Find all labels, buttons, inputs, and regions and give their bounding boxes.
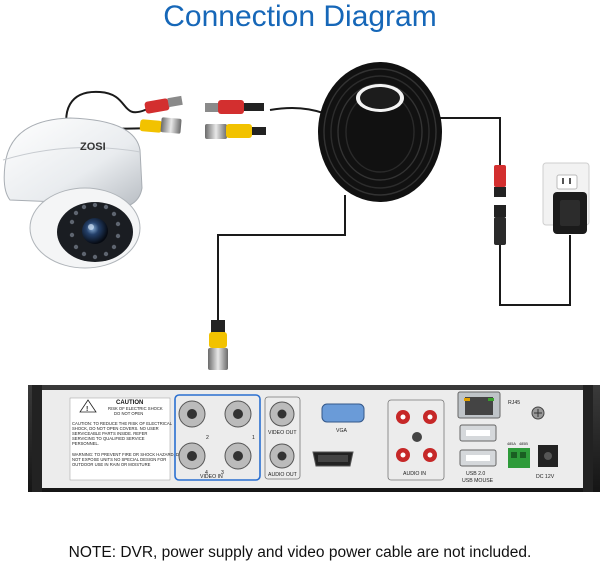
- port-label-4: 4: [205, 470, 208, 476]
- caution-sub1: RISK OF ELECTRIC SHOCK: [108, 406, 163, 411]
- usb-label: USB 2.0: [466, 471, 485, 477]
- vga-label: VGA: [336, 428, 347, 434]
- power-adapter: [553, 192, 587, 234]
- ir-leds: [69, 202, 121, 260]
- network-usb-block: RJ45 USB 2.0 USB MOUSE: [457, 391, 520, 484]
- warning-text3: OUTDOOR USE IN RAIN OR MOISTURE: [72, 462, 151, 467]
- dc-jack: DC 12V: [536, 445, 558, 480]
- caution-title: CAUTION: [116, 400, 143, 406]
- rj45-label: RJ45: [508, 400, 520, 406]
- video-audio-out-block: VIDEO OUT AUDIO OUT: [264, 396, 301, 480]
- caution-text2: SHOCK, DO NOT OPEN COVERS. NO USER: [72, 426, 159, 431]
- warning-text2: NOT EXPOSE UNITS NO SPECIAL DESIGN FOR: [72, 457, 166, 462]
- dc-label: DC 12V: [536, 474, 555, 480]
- audio-in-block: AUDIO IN: [387, 399, 445, 481]
- camera-connectors: [139, 95, 183, 134]
- port-label-3: 3: [221, 470, 224, 476]
- caution-text5: PERSONNEL.: [72, 441, 99, 446]
- port-label-1: 1: [252, 435, 255, 441]
- camera-brand: ZOSI: [80, 141, 106, 153]
- dvr-unit: ! CAUTION RISK OF ELECTRIC SHOCK DO NOT …: [28, 385, 600, 492]
- video-in-block: 2 1 4 3 VIDEO IN: [174, 394, 261, 481]
- cable-connectors: [205, 100, 266, 139]
- note-text: NOTE: DVR, power supply and video power …: [68, 544, 532, 561]
- rs485-b-label: 485B: [519, 442, 528, 446]
- rs485-a-label: 485A: [507, 442, 516, 446]
- caution-text1: CAUTION: TO REDUCE THE RISK OF ELECTRICA…: [72, 421, 173, 426]
- camera-lens: [82, 218, 108, 244]
- video-cable-to-dvr: [217, 195, 346, 320]
- video-in-label: VIDEO IN: [200, 474, 223, 480]
- dome-camera: ZOSI: [2, 117, 143, 269]
- power-plugs: [494, 165, 506, 245]
- diagram-title: Connection Diagram: [163, 0, 437, 33]
- audio-out-label: AUDIO OUT: [268, 472, 298, 478]
- warning-text1: WARNING: TO PREVENT FIRE OR SHOCK HAZARD…: [72, 452, 183, 457]
- rs485-terminal: 485A 485B: [507, 442, 530, 468]
- caution-text4: SERVICING TO QUALIFIED SERVICE: [72, 436, 145, 441]
- svg-text:!: !: [86, 406, 88, 413]
- hdmi-port: [312, 451, 354, 467]
- audio-in-label: AUDIO IN: [403, 471, 426, 477]
- video-out-label: VIDEO OUT: [268, 430, 297, 436]
- dvr-side-bnc: [208, 320, 228, 370]
- usb-mouse-label: USB MOUSE: [462, 478, 494, 484]
- adapter-cord: [499, 235, 571, 306]
- cable-spool: [318, 62, 442, 202]
- caution-text3: SERVICEABLE PARTS INSIDE. REFER: [72, 431, 147, 436]
- vga-port: VGA: [321, 403, 365, 434]
- caution-sub2: DO NOT OPEN: [114, 411, 143, 416]
- port-label-2: 2: [206, 435, 209, 441]
- caution-label: ! CAUTION RISK OF ELECTRIC SHOCK DO NOT …: [69, 397, 183, 481]
